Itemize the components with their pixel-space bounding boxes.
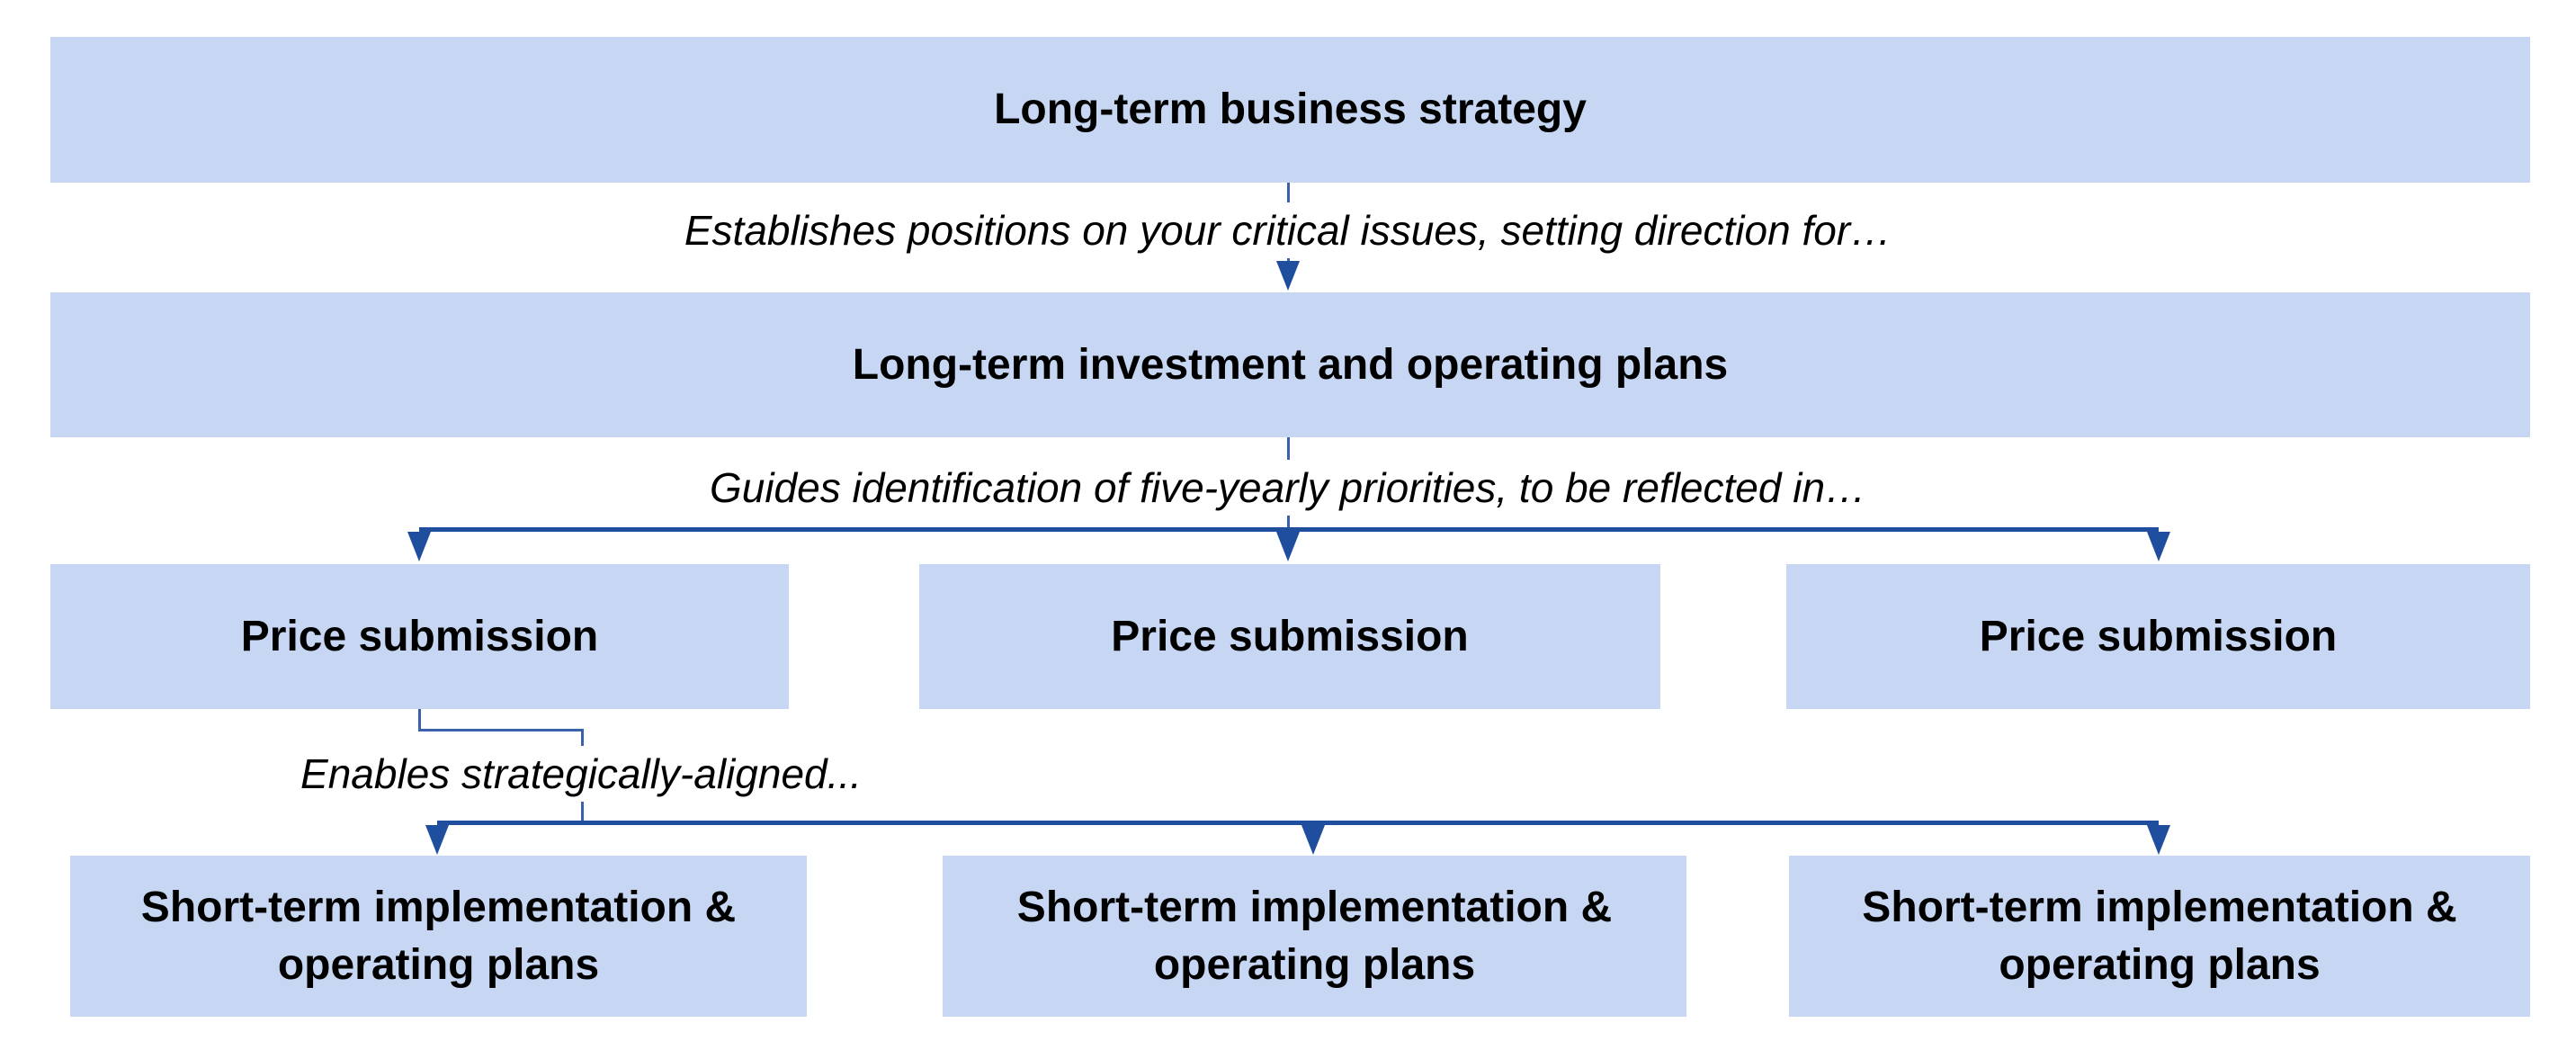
- box-label: Long-term business strategy: [994, 85, 1587, 133]
- arrowhead-down-short-left: [425, 825, 449, 855]
- arrowhead-down-short-right: [2147, 825, 2170, 855]
- branch-line-price-row: [419, 527, 2159, 532]
- box-label-line2: operating plans: [1153, 940, 1476, 989]
- branch-line-short-term-row: [437, 821, 2159, 825]
- box-price-submission-2: Price submission: [919, 564, 1660, 709]
- arrowhead-down-l2: [1276, 261, 1300, 291]
- elbow-line-vertical-1: [418, 709, 421, 731]
- box-long-term-business-strategy: Long-term business strategy: [50, 37, 2530, 183]
- box-label: Long-term investment and operating plans: [852, 340, 1729, 389]
- box-label: Price submission: [1979, 612, 2338, 660]
- caption-guides-identification: Guides identification of five-yearly pri…: [696, 460, 1880, 516]
- box-label-line2: operating plans: [1999, 940, 2321, 989]
- box-short-term-plans-2: Short-term implementation & operating pl…: [943, 856, 1686, 1017]
- box-short-term-plans-3: Short-term implementation & operating pl…: [1789, 856, 2530, 1017]
- box-price-submission-3: Price submission: [1786, 564, 2530, 709]
- elbow-line-horizontal: [418, 729, 584, 731]
- arrowhead-down-short-middle: [1301, 825, 1325, 855]
- box-price-submission-1: Price submission: [50, 564, 789, 709]
- box-label: Price submission: [1111, 612, 1469, 660]
- box-label-line1: Short-term implementation &: [140, 883, 737, 931]
- arrowhead-down-price-right: [2147, 532, 2170, 561]
- caption-enables-aligned: Enables strategically-aligned...: [288, 746, 874, 802]
- caption-establishes-positions: Establishes positions on your critical i…: [671, 202, 1905, 258]
- box-label: Price submission: [240, 612, 599, 660]
- arrowhead-down-price-middle: [1276, 532, 1300, 561]
- box-short-term-plans-1: Short-term implementation & operating pl…: [70, 856, 807, 1017]
- box-label-line1: Short-term implementation &: [1862, 883, 2457, 931]
- arrowhead-down-price-left: [407, 532, 431, 561]
- box-long-term-investment-plans: Long-term investment and operating plans: [50, 292, 2530, 437]
- box-label-line1: Short-term implementation &: [1016, 883, 1613, 931]
- box-label-line2: operating plans: [277, 940, 600, 989]
